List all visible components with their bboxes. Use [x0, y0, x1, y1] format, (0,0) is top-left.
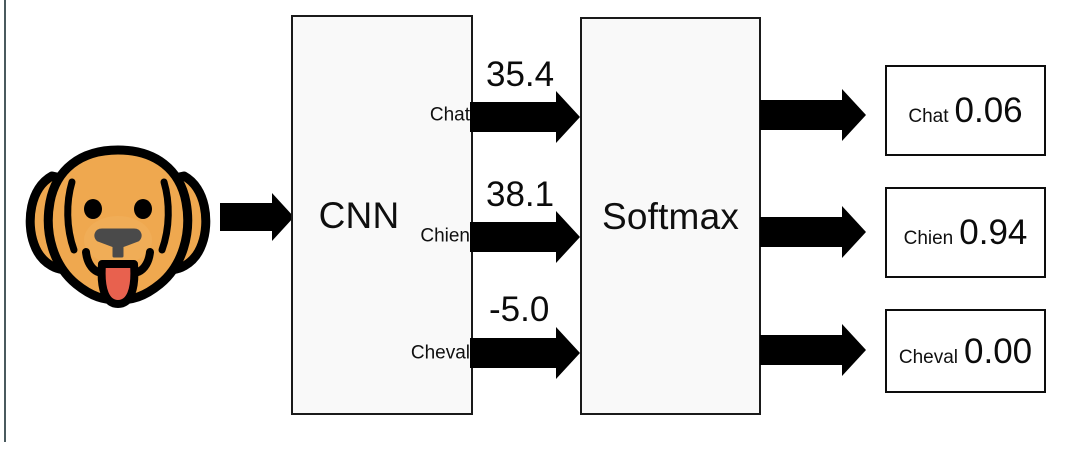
cnn-output-label-chien: Chien	[420, 225, 470, 247]
cnn-stage-label: CNN	[318, 194, 400, 236]
output-probability-cheval: 0.00	[964, 331, 1033, 371]
output-content: Chien 0.94	[904, 215, 1028, 250]
output-probability-chat: 0.06	[954, 91, 1023, 130]
arrow-shaft	[760, 335, 842, 365]
softmax-stage-label: Softmax	[601, 195, 740, 237]
arrow-shaft	[220, 203, 272, 231]
cnn-output-label-chat: Chat	[429, 104, 470, 126]
logit-value-chat: 35.4	[486, 55, 555, 94]
arrow-shaft	[470, 102, 556, 132]
arrow-head	[556, 211, 580, 263]
output-box-chien: Chien 0.94	[885, 187, 1046, 278]
cnn-stage-box: CNN	[291, 15, 473, 415]
arrow-shaft	[470, 222, 556, 252]
output-class-name-cheval: Cheval	[898, 346, 959, 368]
dog-face-icon	[22, 140, 214, 308]
output-box-cheval: Cheval 0.00	[885, 309, 1046, 393]
arrow-shaft	[760, 100, 842, 130]
output-content: Cheval 0.00	[899, 334, 1032, 369]
arrow-head	[842, 324, 866, 376]
output-content: Chat 0.06	[908, 93, 1022, 128]
arrow-shaft	[470, 338, 556, 368]
left-margin-rule	[4, 0, 6, 442]
logit-value-cheval: -5.0	[489, 290, 550, 329]
output-probability-chien: 0.94	[959, 213, 1028, 252]
arrow-head	[842, 89, 866, 141]
logit-value-chien: 38.1	[486, 175, 555, 214]
arrow-head	[556, 91, 580, 143]
softmax-stage-box: Softmax	[580, 17, 761, 415]
output-class-name-chat: Chat	[908, 106, 949, 127]
arrow-shaft	[760, 217, 842, 247]
output-box-chat: Chat 0.06	[885, 65, 1046, 156]
output-class-name-chien: Chien	[903, 228, 954, 249]
arrow-head	[556, 327, 580, 379]
arrow-head	[272, 193, 294, 241]
arrow-head	[842, 206, 866, 258]
cnn-output-label-cheval: Cheval	[410, 342, 470, 364]
